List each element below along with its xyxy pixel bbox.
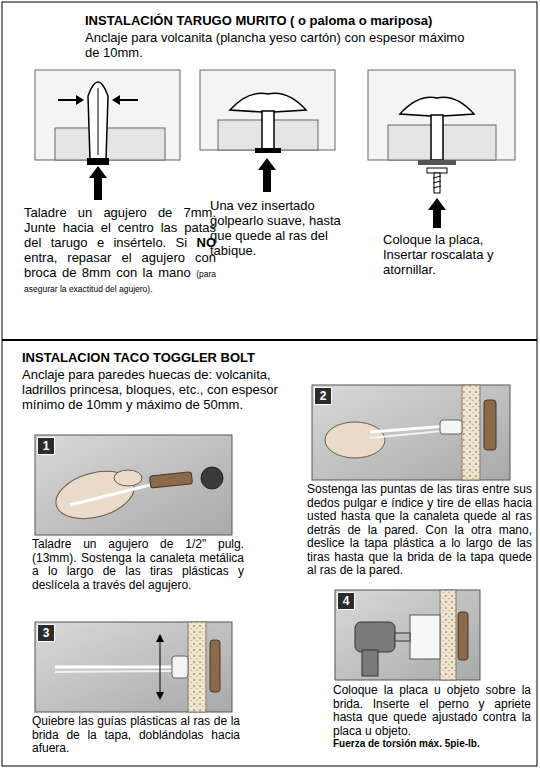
section-subtitle: Anclaje para paredes huecas de: volcanit… bbox=[22, 367, 306, 412]
section-divider bbox=[2, 339, 537, 341]
step-text: Una vez insertado golpearlo suave, hasta… bbox=[210, 198, 345, 258]
toggler-photo-1 bbox=[35, 435, 232, 535]
torque-note: Fuerza de torsión máx. 5pie-lb. bbox=[333, 738, 531, 750]
section-subtitle: Anclaje para volcanita (plancha yeso car… bbox=[85, 30, 470, 60]
step-text: entra, repasar el agujero con broca de 8… bbox=[24, 250, 216, 280]
step-badge: 4 bbox=[337, 592, 355, 610]
step-text: Taladre un agujero de 7mm. Junte hacia e… bbox=[24, 205, 216, 295]
step-badge: 3 bbox=[37, 624, 55, 642]
tarugo-step-2 bbox=[200, 70, 335, 192]
callout-number: 2 bbox=[315, 389, 331, 403]
step-text: Coloque la placa, Insertar roscalata y a… bbox=[383, 232, 531, 277]
step-badge: 1 bbox=[37, 437, 55, 455]
callout-number: 4 bbox=[338, 594, 354, 608]
step-badge: 2 bbox=[314, 387, 332, 405]
section-title: INSTALACIÓN TARUGO MURITO ( o paloma o m… bbox=[85, 13, 525, 28]
step-caption: Sostenga las puntas de las tiras entre s… bbox=[307, 483, 532, 578]
toggler-photo-4 bbox=[335, 590, 480, 680]
callout-number: 3 bbox=[38, 626, 54, 640]
step-text: Taladre un agujero de 7mm. Junte hacia e… bbox=[24, 205, 216, 250]
step-caption: Taladre un agujero de 1/2" pulg. (13mm).… bbox=[32, 538, 244, 592]
step-caption: Quiebre las guías plásticas al ras de la… bbox=[32, 715, 240, 756]
toggler-photo-2 bbox=[312, 385, 510, 480]
step-caption: Coloque la placa u objeto sobre la brida… bbox=[333, 684, 531, 738]
tarugo-step-1 bbox=[35, 70, 180, 200]
callout-number: 1 bbox=[38, 439, 54, 453]
step-caption: Coloque la placa u objeto sobre la brida… bbox=[333, 684, 531, 750]
toggler-photo-3 bbox=[35, 622, 232, 712]
section-title: INSTALACION TACO TOGGLER BOLT bbox=[22, 350, 342, 365]
tarugo-step-3 bbox=[368, 70, 515, 228]
